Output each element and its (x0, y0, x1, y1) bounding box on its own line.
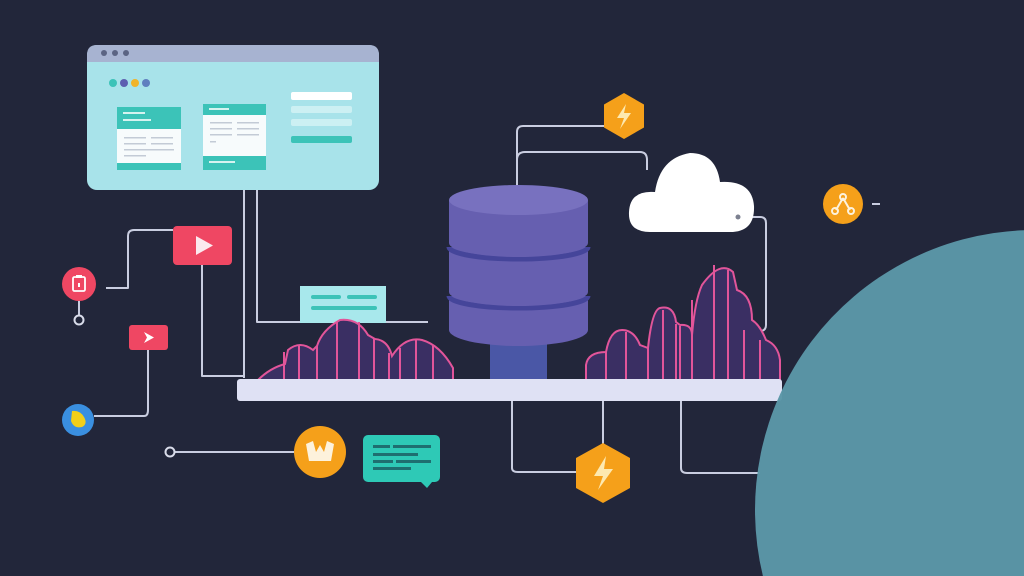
form-fields (291, 92, 352, 143)
window-control-dot (123, 50, 129, 56)
content-card (203, 104, 266, 170)
left-wave-chart (255, 318, 454, 381)
input-field (291, 119, 352, 126)
play-icon (173, 226, 232, 265)
window-control-dot (112, 50, 118, 56)
content-card (117, 107, 181, 170)
cloud-icon (628, 153, 755, 232)
globe-circle (755, 230, 1024, 576)
input-field (291, 106, 352, 113)
lightning-bolt-icon (604, 93, 644, 139)
right-wave-chart (585, 265, 781, 381)
color-dot (109, 79, 117, 87)
platform-bar (237, 379, 782, 401)
share-network-icon (823, 184, 863, 224)
color-dot (120, 79, 128, 87)
input-field (291, 92, 352, 100)
color-dot (142, 79, 150, 87)
database-icon (446, 185, 591, 381)
color-dot (131, 79, 139, 87)
window-control-dot (101, 50, 107, 56)
arrow-icon (129, 325, 168, 350)
chat-bubble-icon (363, 435, 440, 488)
chat-icon-blue (62, 404, 94, 436)
connector-node (164, 446, 176, 458)
lightning-bolt-icon (576, 443, 630, 503)
crown-icon (294, 426, 346, 478)
connector-node (73, 314, 85, 326)
label-card (300, 286, 386, 323)
window-titlebar (87, 45, 379, 62)
browser-window (87, 45, 379, 190)
clipboard-icon (62, 267, 96, 301)
submit-button (291, 136, 352, 143)
